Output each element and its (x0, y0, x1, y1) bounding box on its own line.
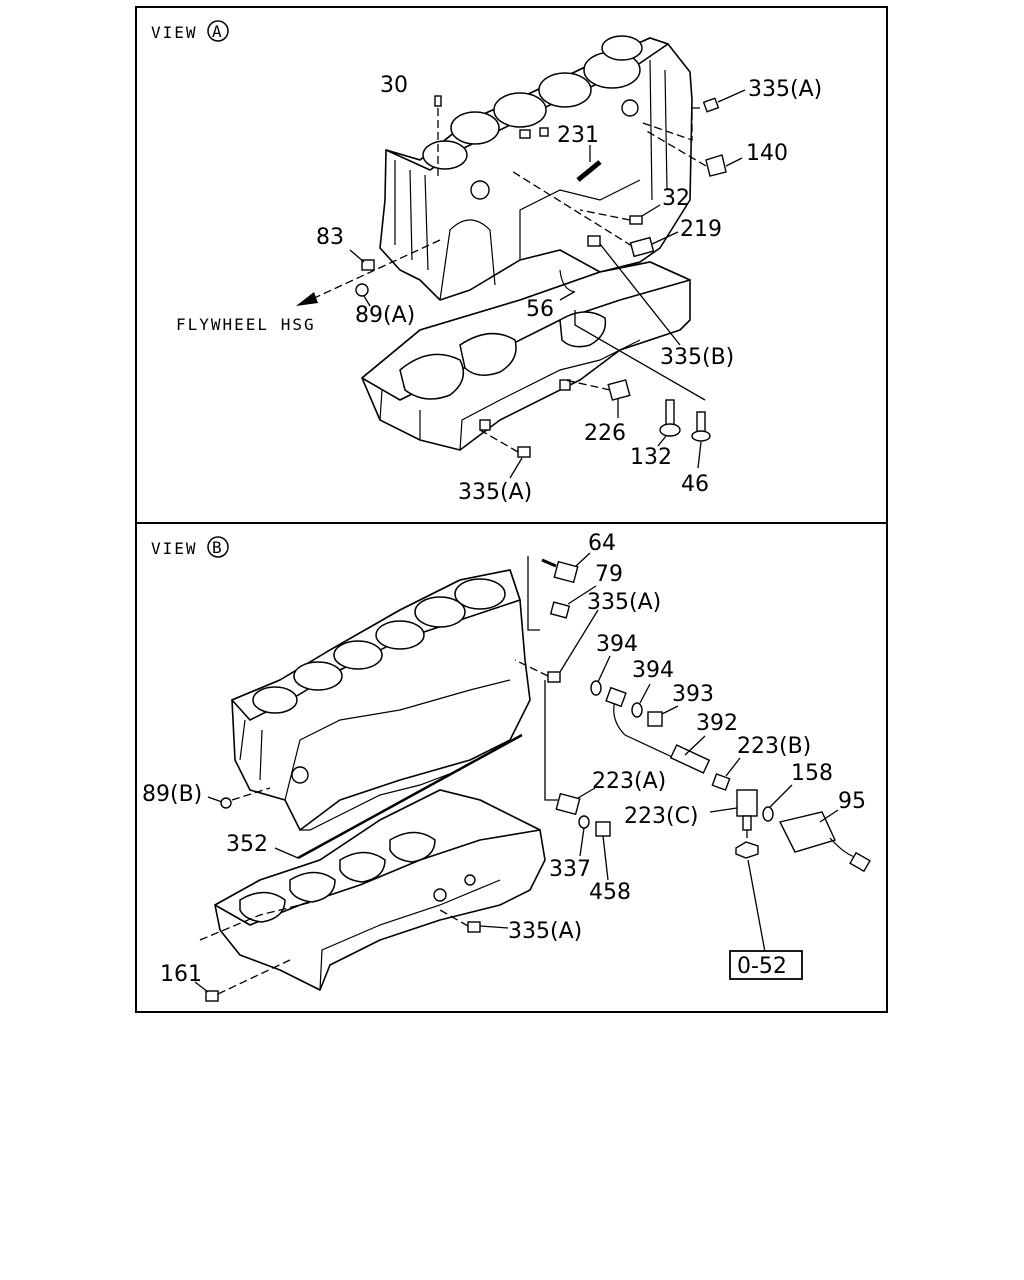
part-393 (647, 711, 663, 727)
label-46: 46 (681, 472, 709, 497)
label-132: 132 (630, 445, 672, 470)
view-a-letter-circle (207, 20, 229, 42)
part-56 (559, 269, 576, 293)
label-161: 161 (160, 962, 202, 987)
label-64: 64 (588, 531, 616, 556)
part-223c (736, 789, 758, 817)
label-337: 337 (549, 857, 591, 882)
label-30: 30 (380, 73, 408, 98)
label-158: 158 (791, 761, 833, 786)
label-223c: 223(C) (624, 804, 699, 829)
label-335a-b-top: 335(A) (587, 590, 661, 615)
part-219 (629, 236, 655, 258)
label-393: 393 (672, 682, 714, 707)
lower-crankcase-b (214, 789, 546, 991)
part-89b (220, 797, 232, 809)
diagram-frame (135, 6, 888, 1013)
part-32 (629, 215, 643, 225)
label-335a-b-bottom: 335(A) (508, 919, 582, 944)
part-158 (762, 806, 774, 822)
label-56: 56 (526, 297, 554, 322)
label-223b: 223(B) (737, 734, 811, 759)
flywheel-arrow (296, 292, 318, 306)
parts-view-a (296, 89, 746, 479)
view-b-letter-circle (207, 536, 229, 558)
upper-cylinder-block-a (379, 35, 693, 301)
label-32: 32 (662, 186, 690, 211)
view-a-letter: A (212, 22, 222, 41)
label-231: 231 (557, 123, 599, 148)
label-223a: 223(A) (592, 769, 666, 794)
part-352 (297, 733, 523, 860)
label-95: 95 (838, 789, 866, 814)
part-337 (578, 815, 590, 829)
label-458: 458 (589, 880, 631, 905)
label-89b: 89(B) (142, 782, 202, 807)
view-a-panel: VIEW A (151, 20, 822, 505)
part-394-b (631, 702, 643, 718)
part-79 (549, 601, 571, 619)
label-79: 79 (595, 562, 623, 587)
part-335a-b-top (547, 671, 561, 683)
part-89a (355, 283, 369, 297)
part-335b (587, 235, 601, 247)
label-335a-top: 335(A) (748, 77, 822, 102)
part-223b (711, 773, 731, 791)
view-b-letter: B (212, 538, 222, 557)
part-335a-bottom (517, 446, 531, 458)
parts-view-b (194, 552, 871, 1002)
part-335a-top (702, 97, 720, 113)
view-a-title: VIEW A (151, 20, 229, 42)
label-226: 226 (584, 421, 626, 446)
label-352: 352 (226, 832, 268, 857)
part-30 (434, 95, 442, 107)
label-335b: 335(B) (660, 345, 734, 370)
reference-box-label: 0-52 (737, 954, 787, 979)
part-140 (705, 154, 727, 177)
lower-crankcase-a (361, 261, 691, 451)
view-b-panel: VIEW B (142, 531, 871, 1002)
label-394-a: 394 (596, 632, 638, 657)
part-231 (576, 160, 602, 182)
label-83: 83 (316, 225, 344, 250)
label-89a: 89(A) (355, 303, 415, 328)
part-83 (361, 259, 375, 271)
flywheel-hsg-label: FLYWHEEL HSG (176, 315, 316, 334)
part-394-a (590, 680, 602, 696)
view-b-title: VIEW B (151, 536, 229, 558)
reference-box-0-52[interactable]: 0-52 (729, 950, 803, 980)
part-64 (553, 560, 579, 584)
part-223a (555, 792, 581, 816)
part-335a-b-bottom (467, 921, 481, 933)
part-161 (205, 990, 219, 1002)
part-95 (778, 811, 836, 853)
view-a-prefix: VIEW (151, 23, 198, 42)
label-394-b: 394 (632, 658, 674, 683)
view-b-prefix: VIEW (151, 539, 198, 558)
label-140: 140 (746, 141, 788, 166)
upper-cylinder-block-b (231, 569, 531, 831)
label-392: 392 (696, 711, 738, 736)
label-219: 219 (680, 217, 722, 242)
part-0-52-washer (735, 841, 759, 859)
part-458 (595, 821, 611, 837)
label-335a-bottom: 335(A) (458, 480, 532, 505)
part-226 (607, 379, 631, 401)
